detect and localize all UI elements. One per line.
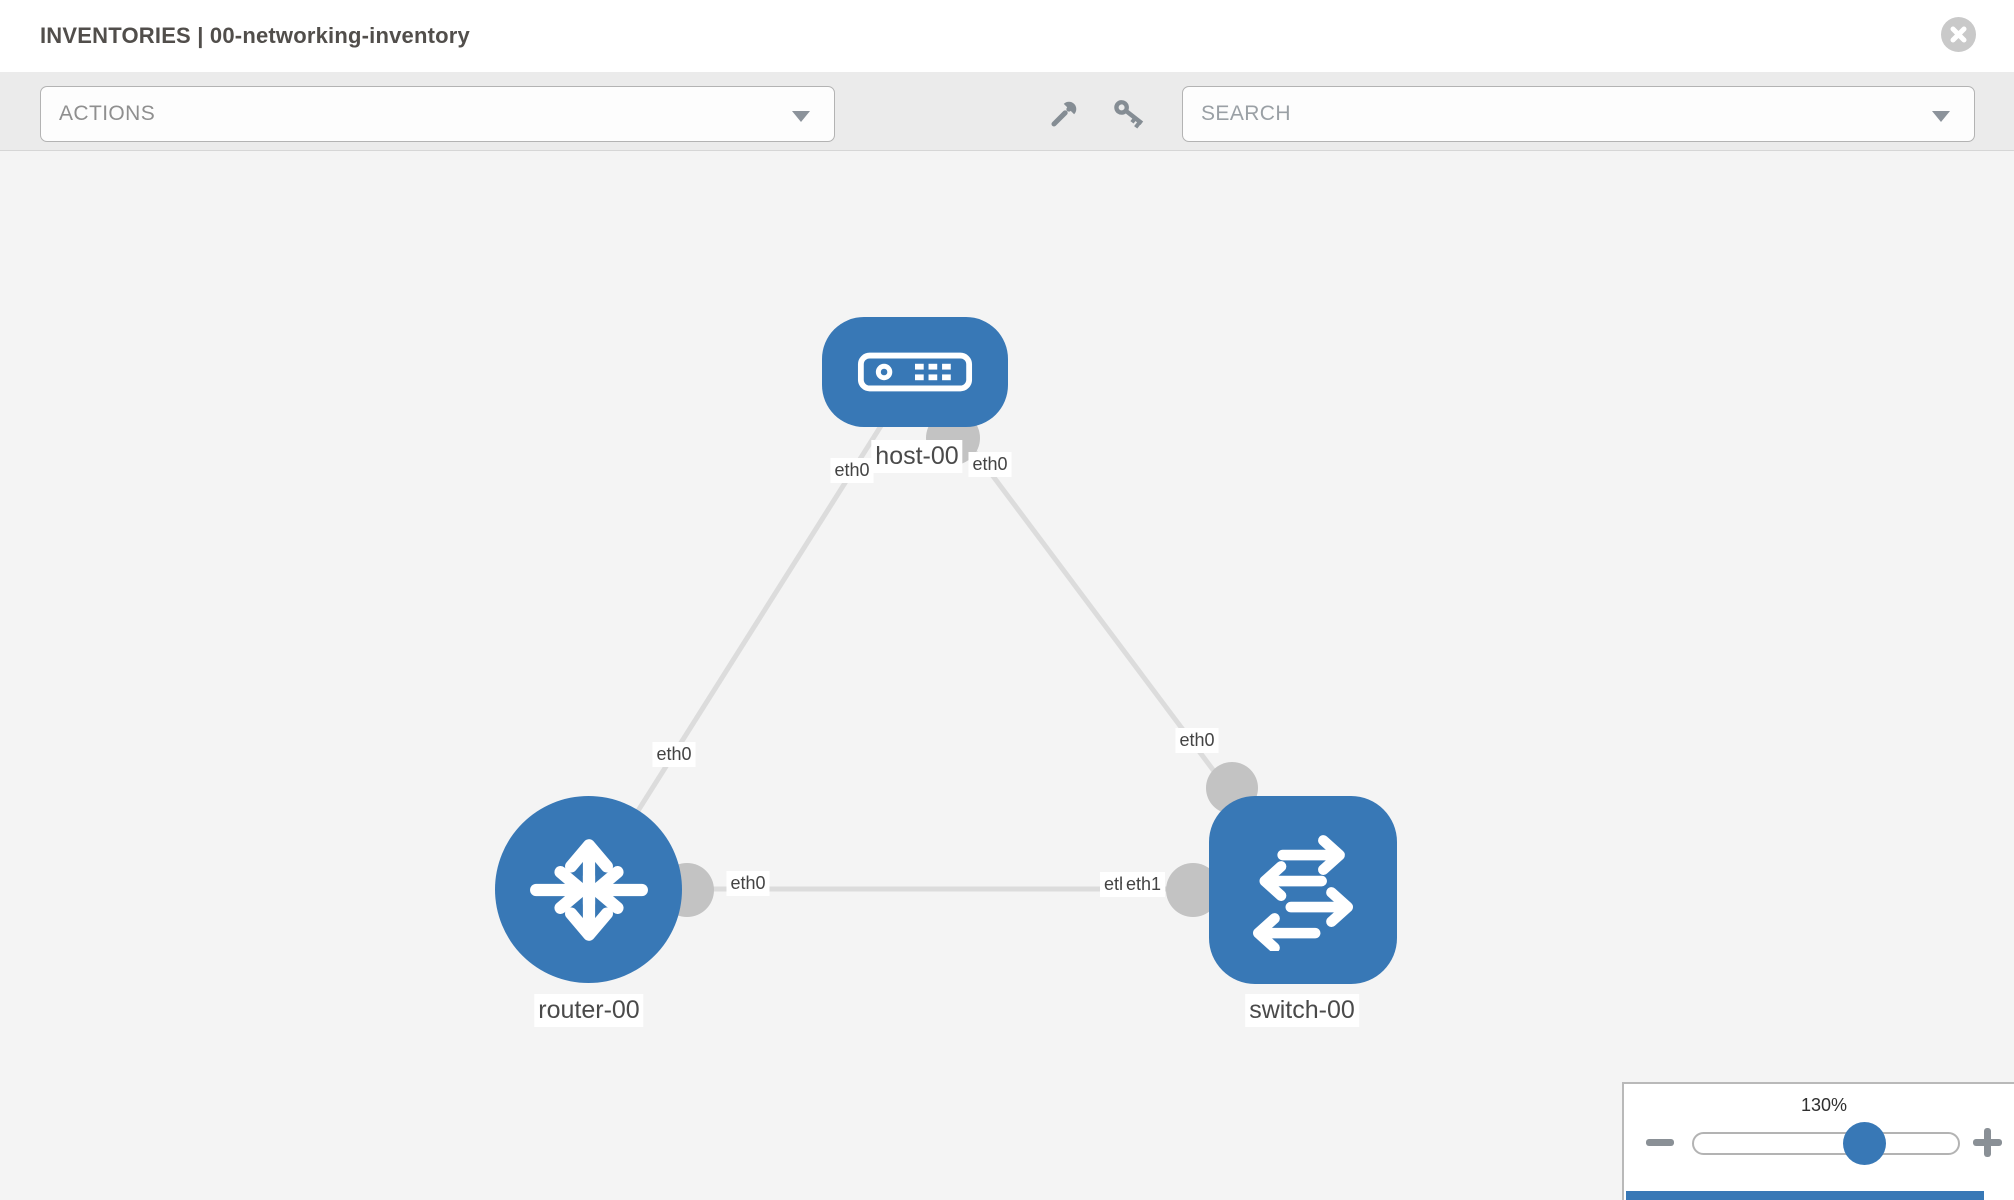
node-switch-00[interactable] — [1209, 796, 1397, 984]
connection-point[interactable] — [1166, 863, 1220, 917]
node-router-00[interactable] — [495, 796, 682, 983]
actions-dropdown-label: ACTIONS — [59, 102, 156, 125]
key-icon — [1114, 100, 1144, 129]
close-icon — [1950, 26, 1967, 43]
router-arrows-icon — [529, 838, 648, 941]
node-host-00[interactable] — [822, 317, 1008, 427]
key-legend-bar[interactable] — [1626, 1191, 1984, 1200]
close-button[interactable] — [1941, 17, 1976, 52]
interface-label: eth0 — [830, 458, 874, 483]
network-links-layer — [585, 370, 1306, 917]
header: INVENTORIES | 00-networking-inventory — [0, 0, 2014, 72]
zoom-widget: 130% − + — [1622, 1082, 2014, 1200]
node-label-router: router-00 — [534, 994, 644, 1027]
page-title: INVENTORIES | 00-networking-inventory — [40, 23, 470, 48]
interface-label: eth1 — [1122, 872, 1166, 897]
interface-label: eth0 — [652, 742, 696, 767]
wrench-icon — [1051, 101, 1077, 127]
server-icon — [857, 352, 973, 392]
toolbar: ACTIONS SEARCH — [0, 72, 2014, 151]
interface-label: eth0 — [968, 452, 1012, 477]
interface-label: eth0 — [1175, 728, 1219, 753]
zoom-in-button[interactable]: + — [1972, 1128, 2002, 1158]
tools-button[interactable] — [1044, 94, 1088, 138]
node-label-host: host-00 — [871, 440, 963, 473]
zoom-slider-handle[interactable] — [1843, 1122, 1886, 1165]
topology-canvas[interactable]: eth0 eth0 eth0 eth0 eth0 eth0 eth1 host-… — [0, 151, 2014, 1200]
credentials-button[interactable] — [1110, 94, 1154, 138]
zoom-slider-track[interactable] — [1692, 1132, 1960, 1155]
search-placeholder: SEARCH — [1201, 102, 1291, 125]
zoom-out-button[interactable]: − — [1646, 1139, 1674, 1146]
actions-dropdown[interactable]: ACTIONS — [40, 86, 835, 142]
chevron-down-icon — [792, 111, 810, 122]
chevron-down-icon — [1932, 111, 1950, 122]
interface-label: eth0 — [726, 871, 770, 896]
search-dropdown[interactable]: SEARCH — [1182, 86, 1975, 142]
plus-icon — [1973, 1139, 2002, 1146]
node-label-switch: switch-00 — [1245, 994, 1359, 1027]
switch-arrows-icon — [1252, 835, 1354, 951]
zoom-level-value: 130% — [1800, 1095, 1848, 1115]
